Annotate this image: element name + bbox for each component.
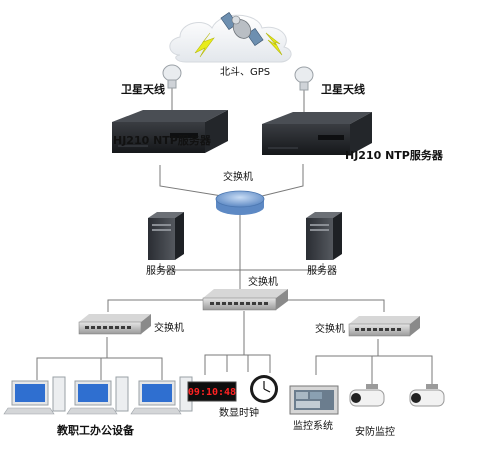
distribution-switch-label: 交换机 [248,277,278,288]
antenna-left-label: 卫星天线 [121,83,165,96]
monitoring-screen-icon [289,385,339,415]
security-camera-1-icon [349,384,385,407]
wall-clock-icon [250,375,278,403]
office-computer-3-icon [130,376,193,415]
server-left-icon [148,212,184,260]
gps-label: 北斗、GPS [220,67,271,78]
digital-clock-label: 数显时钟 [219,408,259,419]
core-switch-label: 交换机 [223,172,253,183]
antenna-right-label: 卫星天线 [321,83,365,96]
server-right-icon [306,212,342,260]
switch-left-label: 交换机 [154,323,184,334]
switch-right-label: 交换机 [315,324,345,335]
office-computer-1-icon [3,376,66,415]
access-switch-left-icon [78,314,151,335]
security-camera-2-icon [409,384,445,407]
server-right-label: 服务器 [307,266,337,277]
office-computer-2-icon [66,376,129,415]
digital-clock-readout: 09:10:48 [188,387,236,398]
gps-satellite-icon [169,11,292,63]
office-equipment-label: 教职工办公设备 [57,424,134,437]
server-left-label: 服务器 [146,266,176,277]
satellite-antenna-right-icon [294,66,314,91]
security-monitoring-label: 安防监控 [355,427,395,438]
ntp-server-left-label: HJ210 NTP服务器 [113,134,211,147]
ntp-server-right-icon [262,112,372,155]
ntp-server-left-icon [112,110,228,153]
connection-lines [36,88,433,386]
monitoring-system-label: 监控系统 [293,421,333,432]
distribution-switch-icon [202,289,288,311]
access-switch-right-icon [348,316,420,337]
core-switch-icon [215,190,265,215]
satellite-antenna-left-icon [162,64,182,89]
ntp-server-right-label: HJ210 NTP服务器 [345,149,443,162]
digital-clock-icon: 09:10:48 [187,381,237,402]
